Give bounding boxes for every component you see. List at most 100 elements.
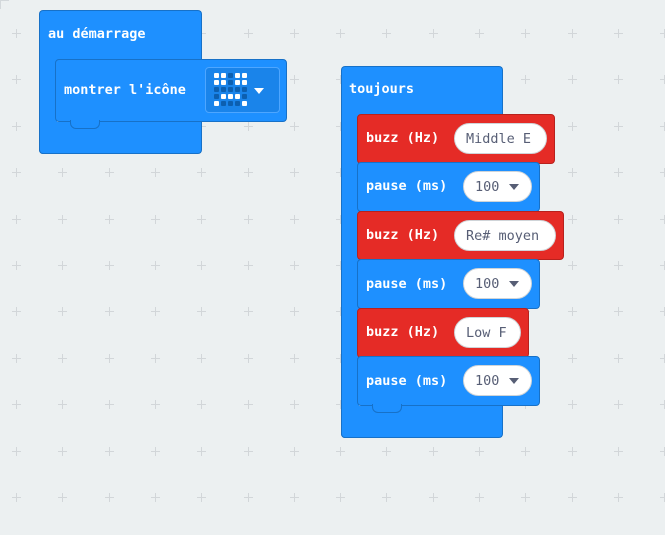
pause-value-field[interactable]: 100 (463, 365, 532, 396)
pause-label: pause (ms) (366, 276, 448, 292)
led-cell (242, 94, 247, 99)
grid-mark (244, 447, 253, 456)
pause-value-field[interactable]: 100 (463, 268, 532, 299)
pause-label: pause (ms) (366, 373, 448, 389)
grid-mark (12, 261, 21, 270)
grid-mark (660, 261, 665, 270)
led-cell (235, 87, 240, 92)
led-cell (228, 87, 233, 92)
grid-mark (568, 400, 577, 409)
chevron-down-icon (509, 183, 520, 190)
grid-mark (105, 400, 114, 409)
grid-mark (336, 354, 345, 363)
grid-mark (290, 447, 299, 456)
led-cell (214, 87, 219, 92)
grid-mark (475, 29, 484, 38)
grid-mark (105, 307, 114, 316)
grid-mark (568, 168, 577, 177)
note-value-field[interactable]: Low F (454, 317, 521, 348)
note-value-field[interactable]: Re# moyen (454, 220, 556, 251)
grid-mark (290, 400, 299, 409)
grid-mark (290, 493, 299, 502)
grid-mark (521, 447, 530, 456)
grid-mark (660, 122, 665, 131)
grid-mark (336, 122, 345, 131)
grid-mark (197, 354, 206, 363)
grid-mark (614, 215, 623, 224)
grid-mark (568, 122, 577, 131)
grid-mark (660, 307, 665, 316)
grid-mark (12, 307, 21, 316)
led-cell (235, 101, 240, 106)
grid-mark (614, 261, 623, 270)
led-cell (242, 73, 247, 78)
grid-mark (105, 493, 114, 502)
grid-mark (151, 307, 160, 316)
pause-value-field[interactable]: 100 (463, 171, 532, 202)
grid-mark (58, 400, 67, 409)
led-cell (221, 87, 226, 92)
grid-mark (568, 307, 577, 316)
buzz-label: buzz (Hz) (366, 227, 440, 243)
grid-mark (568, 261, 577, 270)
grid-mark (429, 447, 438, 456)
grid-mark (12, 75, 21, 84)
grid-mark (660, 447, 665, 456)
grid-mark (290, 29, 299, 38)
grid-mark (58, 354, 67, 363)
grid-mark (614, 75, 623, 84)
grid-mark (244, 400, 253, 409)
led-cell (221, 101, 226, 106)
pause-value: 100 (475, 372, 500, 389)
led-cell (228, 80, 233, 85)
grid-mark (244, 168, 253, 177)
grid-mark (521, 75, 530, 84)
grid-mark (197, 261, 206, 270)
grid-mark (105, 215, 114, 224)
grid-mark (12, 493, 21, 502)
grid-mark (336, 447, 345, 456)
grid-mark (12, 215, 21, 224)
grid-mark (105, 168, 114, 177)
grid-mark (105, 447, 114, 456)
grid-mark (336, 261, 345, 270)
grid-mark (660, 29, 665, 38)
grid-mark (58, 493, 67, 502)
chevron-down-icon (254, 88, 264, 94)
grid-mark (336, 29, 345, 38)
grid-mark (475, 493, 484, 502)
grid-mark (12, 29, 21, 38)
led-cell (214, 80, 219, 85)
note-value: Low F (466, 324, 507, 341)
grid-mark (660, 493, 665, 502)
note-value: Re# moyen (466, 227, 540, 244)
grid-mark (105, 354, 114, 363)
grid-mark (12, 400, 21, 409)
grid-mark (660, 400, 665, 409)
grid-mark (382, 29, 391, 38)
grid-mark (614, 122, 623, 131)
grid-mark (12, 447, 21, 456)
grid-mark (244, 29, 253, 38)
note-value-field[interactable]: Middle E (454, 123, 547, 154)
sad-face-icon (214, 73, 250, 109)
grid-mark (336, 307, 345, 316)
led-cell (214, 101, 219, 106)
grid-mark (151, 400, 160, 409)
grid-mark (244, 354, 253, 363)
show-icon-label: montrer l'icône (64, 82, 186, 98)
grid-mark (105, 261, 114, 270)
grid-mark (12, 168, 21, 177)
icon-picker[interactable] (205, 67, 280, 113)
grid-mark (568, 215, 577, 224)
led-cell (228, 94, 233, 99)
grid-mark (382, 493, 391, 502)
chevron-down-icon (509, 377, 520, 384)
led-cell (214, 94, 219, 99)
grid-mark (151, 215, 160, 224)
led-cell (214, 73, 219, 78)
grid-mark (614, 493, 623, 502)
grid-mark (12, 354, 21, 363)
led-cell (235, 94, 240, 99)
grid-mark (429, 29, 438, 38)
